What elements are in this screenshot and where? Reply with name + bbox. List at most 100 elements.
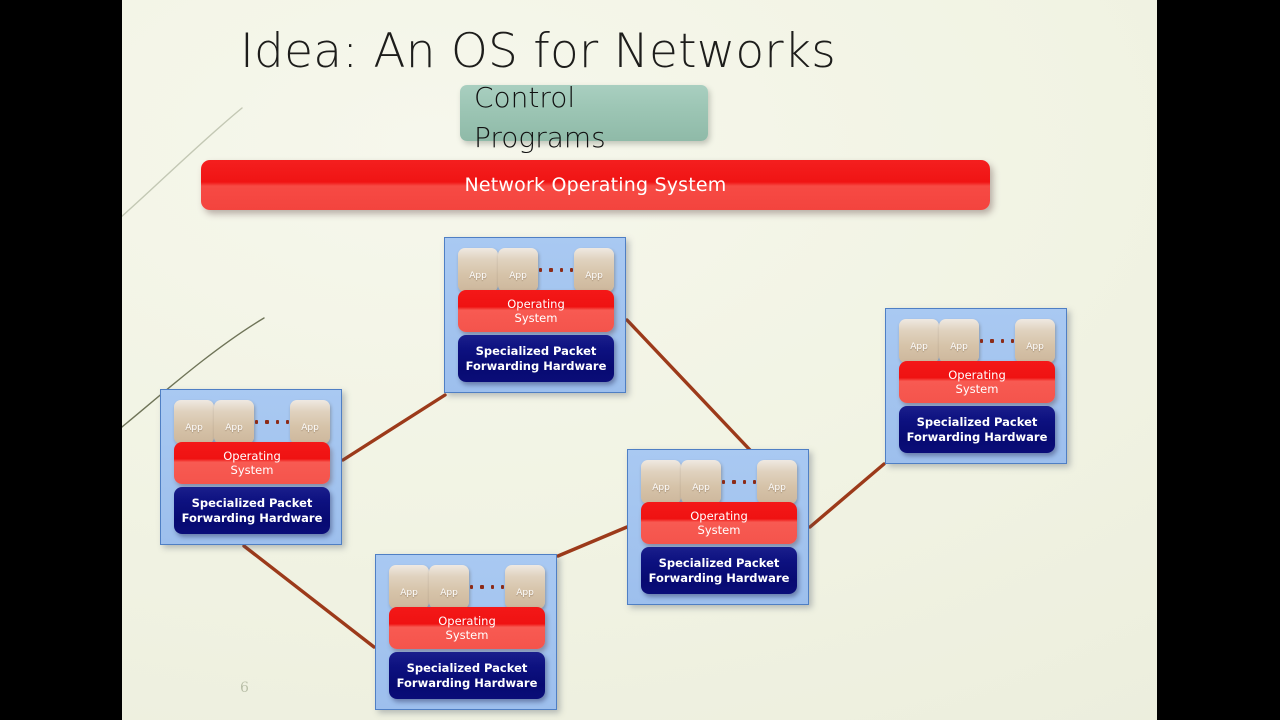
app-box[interactable]: App [290,400,330,444]
app-label: App [225,423,243,433]
app-label: App [301,423,319,433]
apps-row: App App App [389,565,545,609]
slide-number: 6 [240,680,249,696]
operating-system-label-line1: Operating [948,367,1006,382]
hardware-label-line2: Forwarding Hardware [465,358,607,373]
dot-icon [559,268,563,272]
app-label: App [585,271,603,281]
letterbox-right [1157,0,1280,720]
link-left-bottom [242,544,376,649]
app-box[interactable]: App [389,565,429,609]
app-label: App [652,483,670,493]
app-box[interactable]: App [641,460,681,504]
operating-system-label-line1: Operating [223,448,281,463]
app-box[interactable]: App [757,460,797,504]
hardware-label-line2: Forwarding Hardware [906,429,1048,444]
app-label: App [469,271,487,281]
link-topcenter-center [625,318,752,452]
hardware-label-line2: Forwarding Hardware [181,510,323,525]
dot-icon [1010,339,1015,343]
hardware-label-line1: Specialized Packet [475,344,597,359]
dot-icon [265,420,269,424]
switch-connection-lines [242,318,886,649]
operating-system-label-line1: Operating [507,296,565,311]
app-label: App [768,483,786,493]
app-box[interactable]: App [505,565,545,609]
ellipsis-dots-icon [254,400,290,444]
letterbox-left [0,0,122,720]
app-label: App [1026,342,1044,352]
dot-icon [538,268,543,272]
hardware-label-line2: Forwarding Hardware [396,675,538,690]
app-label: App [950,342,968,352]
dot-icon [1000,339,1004,343]
app-label: App [692,483,710,493]
page-title: Idea: An OS for Networks [240,24,836,79]
dot-icon [752,480,757,484]
app-box[interactable]: App [681,460,721,504]
link-bottom-center [556,525,629,558]
dot-icon [275,420,279,424]
app-label: App [440,588,458,598]
link-left-topcenter [341,393,447,462]
operating-system-label-line1: Operating [690,508,748,523]
ellipsis-dots-icon [979,319,1015,363]
apps-row: App App App [641,460,797,504]
network-operating-system-label: Network Operating System [464,174,727,196]
dot-icon [469,585,474,589]
app-label: App [516,588,534,598]
link-center-right [808,462,886,529]
ellipsis-dots-icon [721,460,757,504]
operating-system-label-line2: System [230,463,274,477]
dot-icon [990,339,994,343]
hardware-label-line1: Specialized Packet [191,496,313,511]
hardware-label-line1: Specialized Packet [658,556,780,571]
operating-system-label-line2: System [955,382,999,396]
slide-canvas: Idea: An OS for Networks Control Program… [122,0,1157,720]
dot-icon [285,420,290,424]
app-box[interactable]: App [574,248,614,292]
dot-icon [490,585,494,589]
app-box[interactable]: App [429,565,469,609]
dot-icon [254,420,259,424]
app-box[interactable]: App [899,319,939,363]
app-box[interactable]: App [1015,319,1055,363]
operating-system-label-line1: Operating [438,613,496,628]
app-label: App [910,342,928,352]
dot-icon [721,480,726,484]
ellipsis-dots-icon [538,248,574,292]
dot-icon [979,339,984,343]
control-programs-label: Control Programs [474,81,606,155]
app-label: App [185,423,203,433]
hardware-label-line1: Specialized Packet [916,415,1038,430]
network-operating-system-bar: Network Operating System [201,160,990,210]
app-box[interactable]: App [174,400,214,444]
app-label: App [400,588,418,598]
operating-system-label-line2: System [514,311,558,325]
app-box[interactable]: App [498,248,538,292]
app-box[interactable]: App [458,248,498,292]
apps-row: App App App [899,319,1055,363]
app-box[interactable]: App [939,319,979,363]
dot-icon [742,480,746,484]
app-box[interactable]: App [214,400,254,444]
hardware-label-line2: Forwarding Hardware [648,570,790,585]
operating-system-label-line2: System [445,628,489,642]
